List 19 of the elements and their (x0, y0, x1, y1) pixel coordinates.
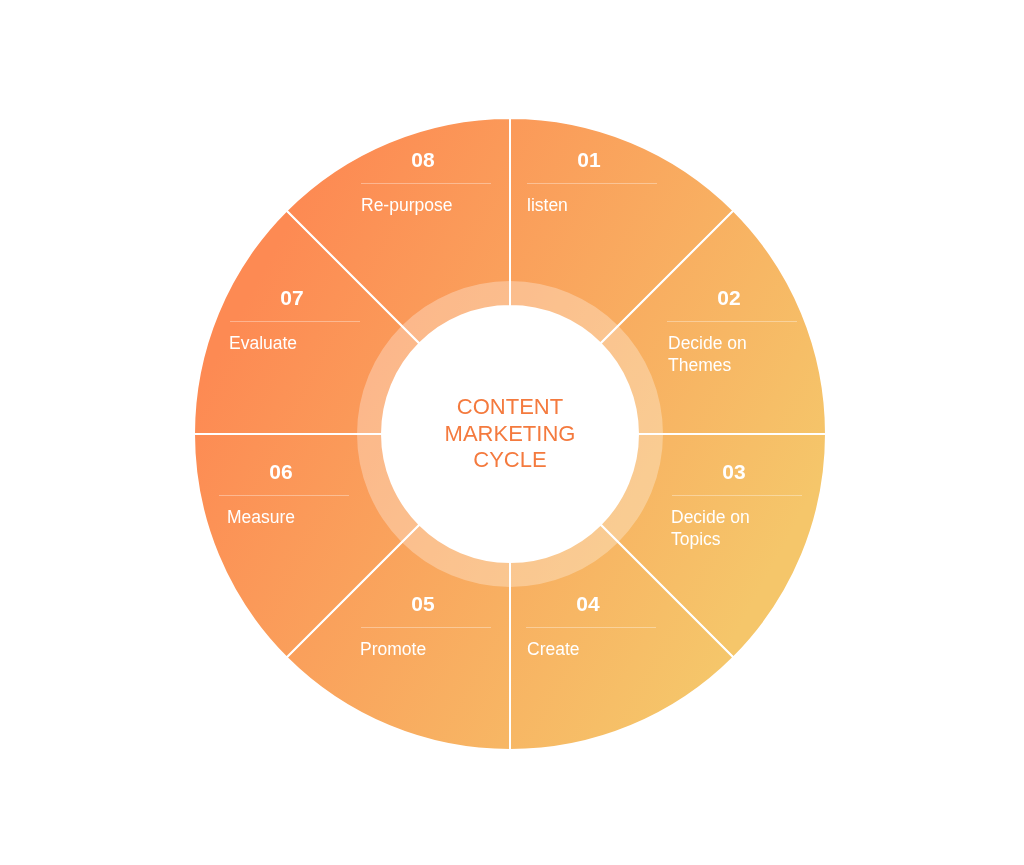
step-number: 03 (722, 460, 746, 484)
step-number: 06 (269, 460, 293, 484)
step-label: listen (527, 195, 568, 215)
step-label: Decide on Themes (668, 333, 747, 375)
wheel-segment (508, 522, 736, 752)
step-number: 02 (717, 286, 741, 310)
step-number: 08 (411, 148, 435, 172)
step-number: 01 (577, 148, 601, 172)
step-number: 04 (576, 592, 600, 616)
center-title: CONTENT MARKETING CYCLE (444, 394, 576, 473)
step-label: Decide on Topics (671, 507, 750, 549)
step-number: 07 (280, 286, 304, 310)
step-label: Create (527, 639, 580, 659)
wheel-segment (598, 208, 828, 436)
step-label: Measure (227, 507, 296, 527)
step-label: Re-purpose (361, 195, 453, 215)
step-number: 05 (411, 592, 435, 616)
step-label: Evaluate (229, 333, 298, 353)
step-label: Promote (360, 639, 427, 659)
